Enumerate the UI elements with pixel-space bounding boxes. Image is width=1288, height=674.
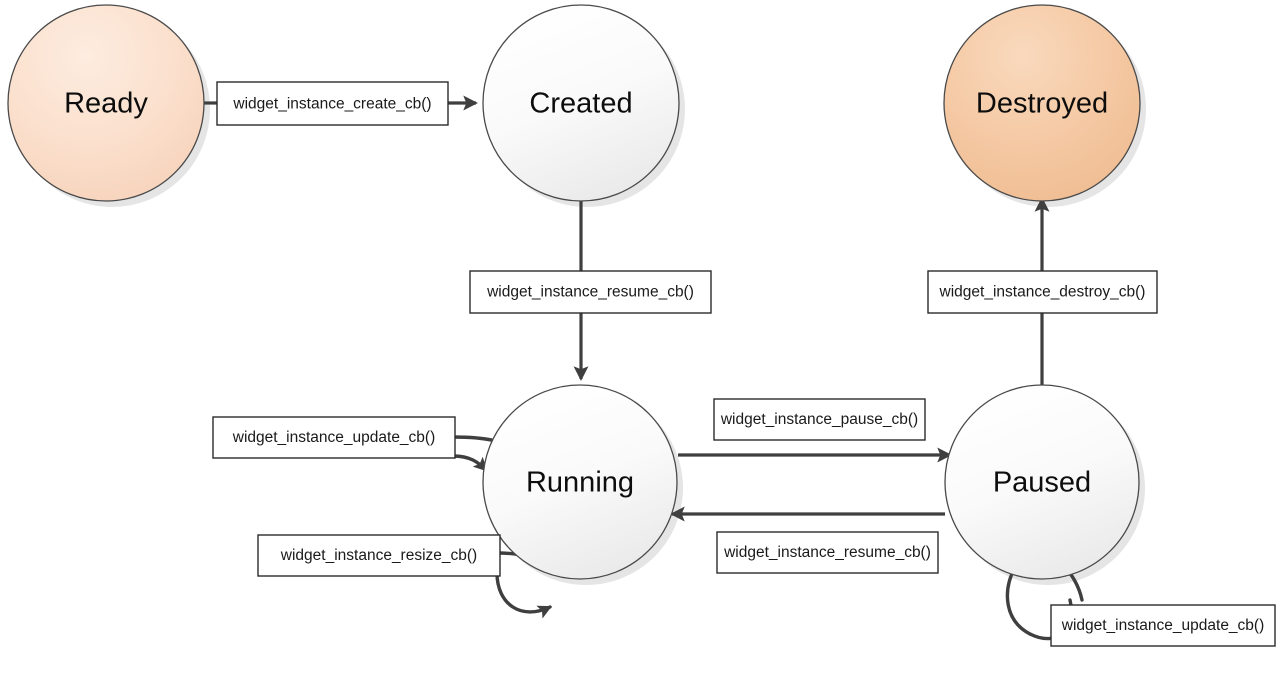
edge-label-text: widget_instance_update_cb() bbox=[1061, 617, 1265, 634]
node-paused-label: Paused bbox=[993, 467, 1091, 499]
node-created[interactable]: Created bbox=[482, 4, 680, 202]
node-ready-circle[interactable] bbox=[7, 4, 205, 202]
edge-label-text: widget_instance_update_cb() bbox=[232, 429, 436, 446]
edge-label-text: widget_instance_resume_cb() bbox=[486, 284, 694, 301]
node-ready-label: Ready bbox=[64, 88, 148, 120]
node-running[interactable]: Running bbox=[482, 384, 678, 580]
edge-label-text: widget_instance_resize_cb() bbox=[280, 547, 477, 564]
node-created-circle[interactable] bbox=[482, 4, 680, 202]
node-destroyed-circle[interactable] bbox=[943, 4, 1141, 202]
node-destroyed[interactable]: Destroyed bbox=[943, 4, 1141, 202]
edge-label-box[interactable] bbox=[713, 398, 926, 441]
node-ready[interactable]: Ready bbox=[7, 4, 205, 202]
node-running-circle[interactable] bbox=[482, 384, 678, 580]
edge-label-paused-self-update[interactable]: widget_instance_update_cb() bbox=[1050, 604, 1276, 647]
edge-label-running-to-paused[interactable]: widget_instance_pause_cb() bbox=[713, 398, 926, 441]
edge-label-text: widget_instance_create_cb() bbox=[232, 96, 431, 113]
edge-label-ready-to-created[interactable]: widget_instance_create_cb() bbox=[216, 81, 449, 126]
edge-label-text: widget_instance_pause_cb() bbox=[720, 411, 918, 428]
node-created-label: Created bbox=[529, 88, 632, 120]
edge-label-paused-to-destroyed[interactable]: widget_instance_destroy_cb() bbox=[927, 270, 1158, 314]
edge-label-paused-to-running[interactable]: widget_instance_resume_cb() bbox=[716, 531, 939, 574]
node-destroyed-label: Destroyed bbox=[976, 88, 1108, 120]
edge-label-text: widget_instance_destroy_cb() bbox=[939, 284, 1146, 301]
loop-arrow-arc bbox=[451, 454, 488, 472]
edge-label-created-to-running[interactable]: widget_instance_resume_cb() bbox=[469, 270, 712, 314]
edge-label-text: widget_instance_resume_cb() bbox=[723, 544, 931, 561]
edge-label-box[interactable] bbox=[257, 534, 501, 577]
edge-label-running-self-update[interactable]: widget_instance_update_cb() bbox=[212, 416, 456, 459]
edge-label-box[interactable] bbox=[716, 531, 939, 574]
loop-arrow-arc bbox=[495, 571, 552, 619]
node-paused-circle[interactable] bbox=[944, 384, 1140, 580]
node-running-label: Running bbox=[526, 467, 634, 499]
edge-label-box[interactable] bbox=[216, 81, 449, 126]
node-paused[interactable]: Paused bbox=[944, 384, 1140, 580]
edge-label-box[interactable] bbox=[212, 416, 456, 459]
edge-label-box[interactable] bbox=[927, 270, 1158, 314]
edge-label-box[interactable] bbox=[469, 270, 712, 314]
edge-label-running-self-resize[interactable]: widget_instance_resize_cb() bbox=[257, 534, 501, 577]
edge-label-box[interactable] bbox=[1050, 604, 1276, 647]
